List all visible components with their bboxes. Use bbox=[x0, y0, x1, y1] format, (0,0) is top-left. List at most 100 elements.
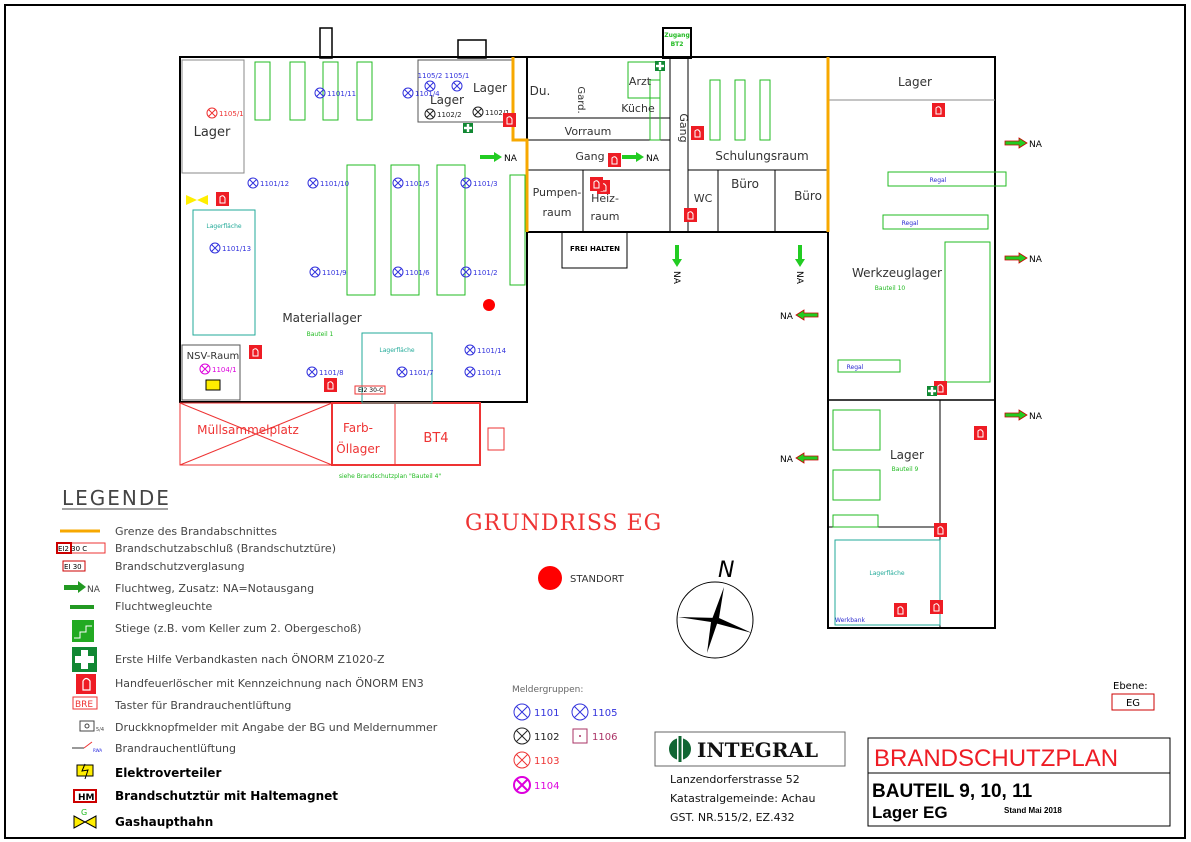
emergency-exit-arrow-icon bbox=[1004, 409, 1028, 421]
frei-halten-label: FREI HALTEN bbox=[570, 245, 620, 253]
room-lager-wall bbox=[181, 59, 245, 174]
emergency-exit-arrow-icon bbox=[1004, 137, 1028, 149]
legend-item: Handfeuerlöscher mit Kennzeichnung nach … bbox=[115, 677, 424, 690]
escape-light-icon bbox=[70, 605, 94, 609]
bauteil-title: BAUTEIL 9, 10, 11 bbox=[872, 781, 1033, 802]
north-label: N bbox=[718, 558, 734, 583]
legend-item: Brandrauchentlüftung bbox=[115, 742, 236, 755]
smoke-detector-icon bbox=[396, 366, 408, 378]
first-aid-icon bbox=[655, 61, 665, 71]
mcp-symbol: 5/4 bbox=[96, 727, 104, 733]
room-label: Gard. bbox=[575, 86, 586, 113]
detector-id: 1102/2 bbox=[437, 111, 462, 119]
storage-area-label: Lagerfläche bbox=[206, 223, 242, 230]
room-label: Materiallager bbox=[282, 311, 361, 325]
extinguishers bbox=[186, 61, 987, 617]
room-label: Heiz- bbox=[591, 192, 619, 205]
room-label: Gang bbox=[677, 113, 690, 142]
fire-compartment-boundary bbox=[511, 57, 529, 232]
exit-label: NA bbox=[1029, 140, 1043, 150]
bre-symbol: BRE bbox=[75, 700, 93, 710]
room-label: Lager bbox=[898, 75, 932, 89]
plan-title: GRUNDRISS EG bbox=[465, 511, 662, 536]
smoke-detector-icon bbox=[247, 177, 259, 189]
exit-label: NA bbox=[671, 271, 681, 285]
smoke-detector-icon bbox=[392, 266, 404, 278]
smoke-detector-icon bbox=[464, 344, 476, 356]
legend-item: Gashaupthahn bbox=[115, 815, 213, 829]
exit-label: NA bbox=[504, 154, 518, 164]
smoke-detector-icon bbox=[309, 266, 321, 278]
smoke-detector-icon bbox=[571, 703, 589, 721]
fire-extinguisher-icon bbox=[684, 208, 697, 222]
manual-call-point-icon bbox=[572, 728, 588, 744]
room-label: Lager bbox=[890, 448, 924, 462]
emergency-exit-arrow-icon bbox=[672, 245, 682, 267]
detector-group-id: 1104 bbox=[534, 781, 559, 792]
fire-extinguisher-icon bbox=[249, 345, 262, 359]
fire-extinguisher-icon bbox=[608, 153, 621, 167]
legend-item: Brandschutzverglasung bbox=[115, 560, 245, 573]
compass-rose-icon bbox=[676, 581, 754, 659]
fire-door-symbol: EI2 30 C bbox=[58, 545, 87, 553]
first-aid-icon bbox=[463, 123, 473, 133]
room-label: Arzt bbox=[629, 75, 652, 88]
detector-id: 1101/3 bbox=[473, 180, 498, 188]
room-label: Pumpen- bbox=[533, 186, 582, 199]
detector-id: 1101/7 bbox=[409, 369, 434, 377]
room-label: BT4 bbox=[423, 431, 448, 446]
smoke-detector-icon bbox=[307, 177, 319, 189]
fire-extinguisher-icon bbox=[324, 378, 337, 392]
title-part: SCHUTZPLAN bbox=[958, 745, 1118, 772]
fire-extinguisher-icon bbox=[894, 603, 907, 617]
emergency-exit-arrow-icon bbox=[480, 152, 502, 162]
detector-id: 1101/11 bbox=[327, 90, 356, 98]
stand-date: Stand Mai 2018 bbox=[1004, 806, 1062, 815]
legend-item: Grenze des Brandabschnittes bbox=[115, 525, 277, 538]
smoke-detector-icon bbox=[464, 366, 476, 378]
room-label: Du. bbox=[530, 84, 551, 98]
smoke-detector-icon bbox=[206, 107, 218, 119]
detector-id: 1101/8 bbox=[319, 369, 344, 377]
workbench-label: Werkbank bbox=[835, 617, 866, 624]
smoke-detector-icon bbox=[424, 80, 436, 92]
na-symbol: NA bbox=[87, 585, 101, 595]
standort-marker bbox=[538, 566, 562, 590]
detector-group-id: 1103 bbox=[534, 756, 559, 767]
gas-valve-icon bbox=[186, 195, 208, 205]
company-cadastral: Katastralgemeinde: Achau bbox=[670, 792, 815, 805]
exit-label: NA bbox=[794, 271, 804, 285]
smoke-vent-icon bbox=[72, 741, 93, 749]
smoke-detector-icon bbox=[314, 87, 326, 99]
room-label: Vorraum bbox=[565, 125, 612, 138]
detector-id: 1101/13 bbox=[222, 245, 251, 253]
exit-label: NA bbox=[646, 154, 660, 164]
detector-id: 1101/1 bbox=[477, 369, 502, 377]
access-label: Zugang bbox=[664, 32, 690, 39]
emergency-exit-arrow-icon bbox=[622, 152, 644, 162]
storage-area-label: Lagerfläche bbox=[379, 347, 415, 354]
room-label: Müllsammelplatz bbox=[197, 423, 299, 437]
room-label: raum bbox=[543, 206, 572, 219]
fire-extinguisher-icon bbox=[932, 103, 945, 117]
smoke-detector-icon bbox=[402, 87, 414, 99]
stairs-icon bbox=[72, 620, 94, 642]
detector-id: 1104/1 bbox=[212, 366, 237, 374]
room-label: Werkzeuglager bbox=[852, 266, 942, 280]
emergency-exit-arrow-icon bbox=[795, 452, 819, 464]
building-middle bbox=[526, 56, 829, 233]
legend-item: Stiege (z.B. vom Keller zum 2. Obergesch… bbox=[115, 622, 361, 635]
legend-item: Erste Hilfe Verbandkasten nach ÖNORM Z10… bbox=[115, 653, 385, 666]
smoke-detector-icon bbox=[472, 106, 484, 118]
smoke-detector-icon bbox=[460, 177, 472, 189]
smoke-detector-icon bbox=[424, 108, 436, 120]
fire-extinguisher-icon bbox=[691, 126, 704, 140]
detector-group-id: 1106 bbox=[592, 732, 617, 743]
smoke-detector-icon bbox=[392, 177, 404, 189]
electrical-distributor-icon bbox=[76, 763, 94, 780]
company-name: INTEGRAL bbox=[697, 738, 818, 762]
exit-label: NA bbox=[1029, 412, 1043, 422]
smoke-detector-icon bbox=[513, 727, 531, 745]
detector-group-id: 1105 bbox=[592, 708, 617, 719]
